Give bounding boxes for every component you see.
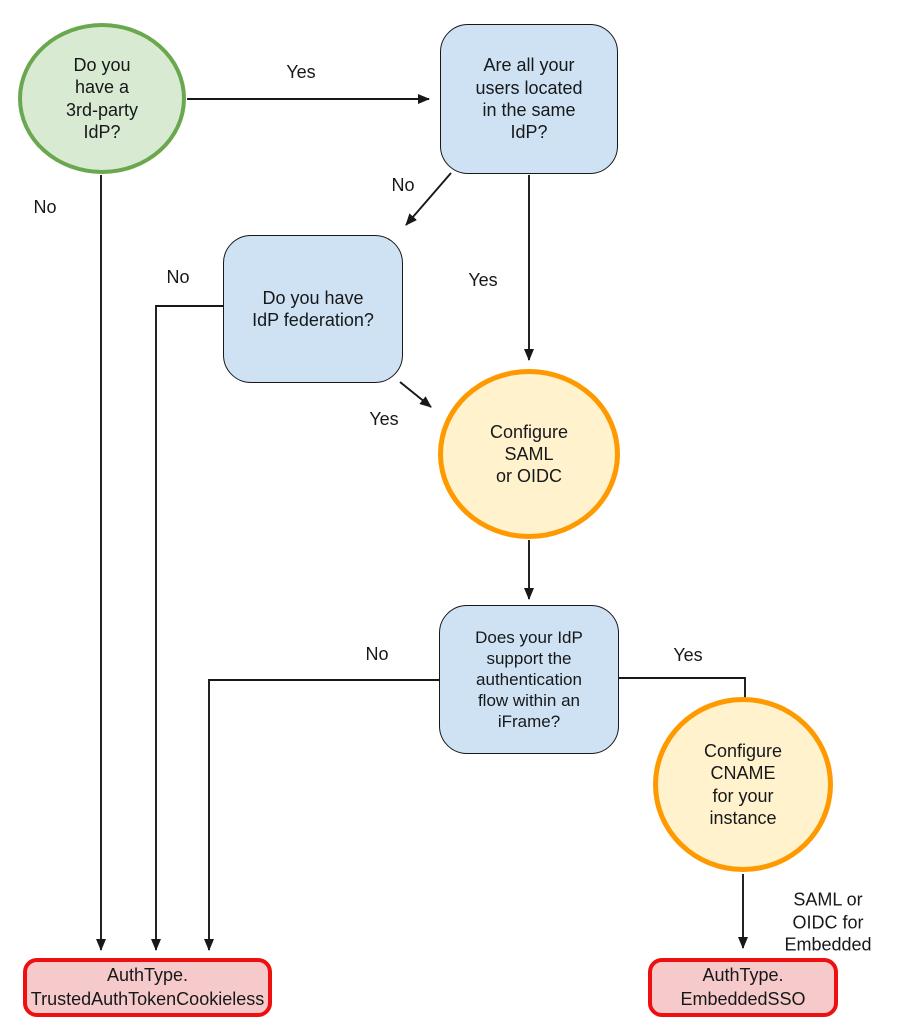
node-idp-federation-question: Do you have IdP federation?: [223, 235, 403, 383]
edge-label-saml-oidc-for-embedded: SAML or OIDC for Embedded: [784, 889, 872, 955]
edge-label-start-no: No: [33, 196, 57, 217]
edge-same-idp-no: [405, 172, 452, 226]
node-authtype-trusted-auth-token-cookieless: AuthType. TrustedAuthTokenCookieless: [23, 958, 272, 1017]
node-iframe-support-question: Does your IdP support the authentication…: [439, 605, 619, 754]
edge-label-same-idp-yes: Yes: [468, 269, 498, 290]
edge-iframe-yes: [619, 677, 746, 698]
edge-label-iframe-yes: Yes: [673, 644, 703, 665]
edge-label-federation-no: No: [166, 266, 190, 287]
node-3rd-party-idp-question: Do you have a 3rd-party IdP?: [18, 23, 186, 174]
edge-federation-yes: [399, 381, 432, 408]
edge-label-federation-yes: Yes: [369, 408, 399, 429]
node-configure-saml-oidc: Configure SAML or OIDC: [438, 369, 620, 539]
node-configure-cname: Configure CNAME for your instance: [653, 697, 833, 872]
edge-label-iframe-no: No: [365, 643, 389, 664]
node-authtype-embedded-sso: AuthType. EmbeddedSSO: [648, 958, 838, 1017]
edge-federation-no: [151, 305, 223, 951]
node-same-idp-question: Are all your users located in the same I…: [440, 24, 618, 174]
edge-label-start-yes: Yes: [286, 61, 316, 82]
edge-label-same-idp-no: No: [391, 174, 415, 195]
edge-iframe-no: [204, 679, 439, 951]
